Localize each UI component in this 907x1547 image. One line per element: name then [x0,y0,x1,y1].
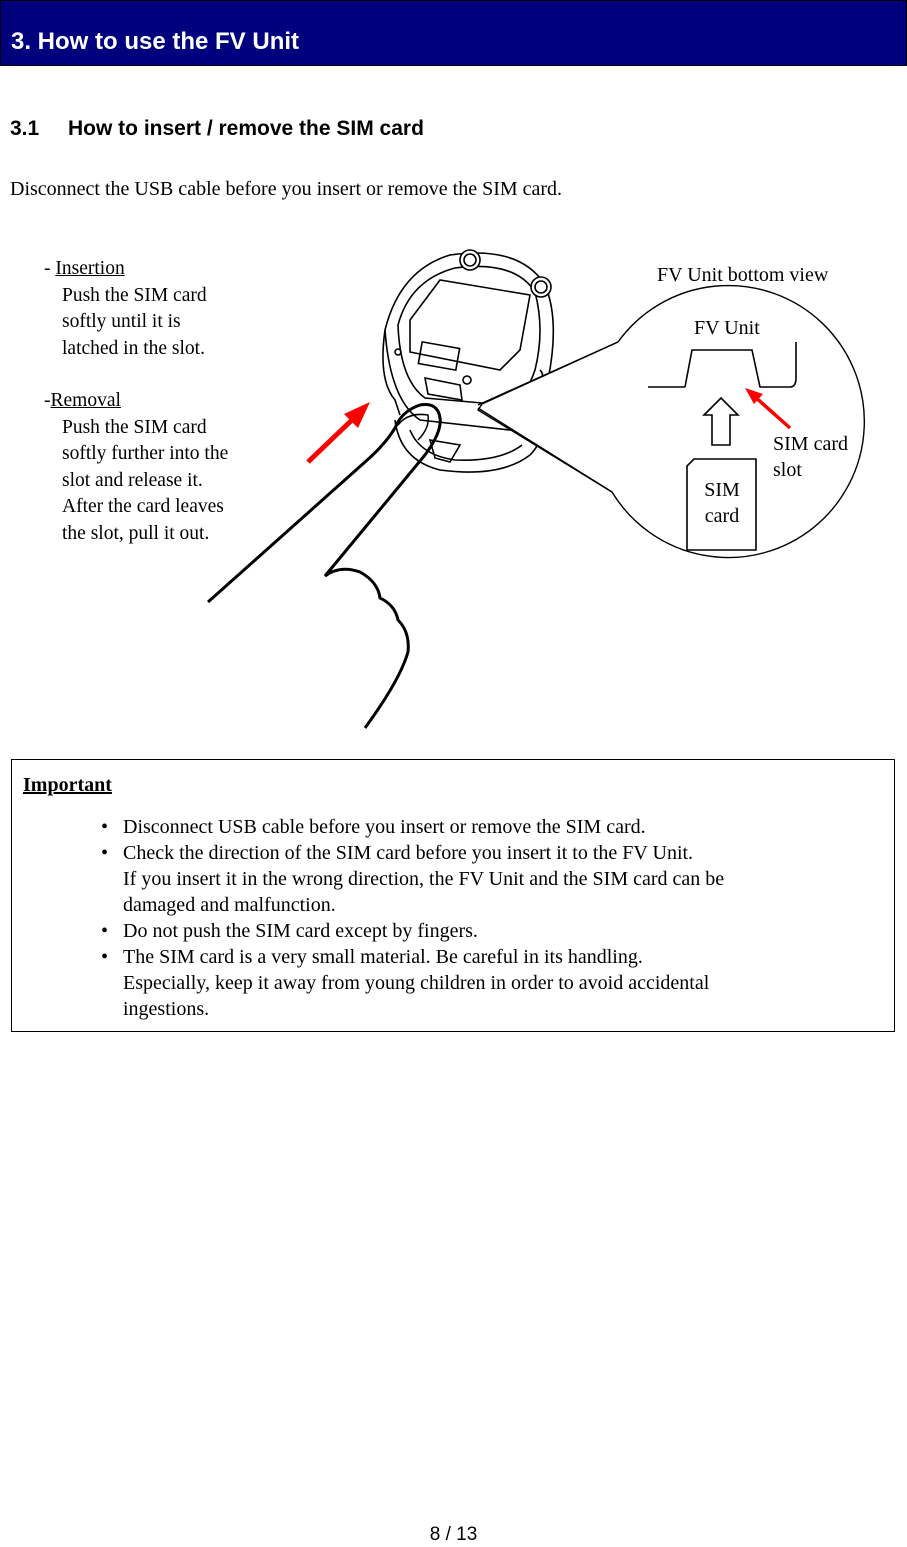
page-number: 8 / 13 [429,1524,478,1545]
important-item: • Disconnect USB cable before you insert… [101,816,646,838]
bullet-icon: • [101,816,109,838]
chapter-title: 3. How to use the FV Unit [11,28,300,55]
fv-unit-label: FV Unit [694,317,760,339]
sim-card-shape [686,458,757,551]
sim-card-label: SIM card [704,479,740,527]
section-heading: 3.1 How to insert / remove the SIM card [10,117,424,141]
removal-line: slot and release it. [62,469,203,491]
fv-unit-bottom-outline [648,342,797,388]
insertion-heading: - Insertion [44,258,125,279]
removal-line: After the card leaves [62,496,224,517]
removal-instructions: -Removal Push the SIM card softly furthe… [44,388,228,547]
finger-outline [207,403,442,729]
bullet-icon: • [101,920,109,942]
insertion-line: latched in the slot. [62,337,205,359]
section-number: 3.1 [10,117,40,140]
insertion-line: softly until it is [62,311,181,332]
removal-line: softly further into the [62,443,229,464]
push-arrow [306,402,370,464]
bottom-view-label: FV Unit bottom view [657,264,829,286]
callout-pointer-upper [477,341,619,406]
important-item: • Do not push the SIM card except by fin… [101,920,478,942]
bullet-icon: • [101,946,109,968]
sim-card-illustration [207,249,865,729]
important-title: Important [23,774,112,796]
removal-heading: -Removal [44,390,121,411]
insertion-instructions: - Insertion Push the SIM card softly unt… [44,256,207,362]
important-item: • The SIM card is a very small material.… [101,946,710,1020]
bullet-icon: • [101,842,109,864]
fingernail-outline [397,413,430,441]
important-list: • Disconnect USB cable before you insert… [12,814,724,1022]
callout-pointer-lower [477,407,613,493]
section-title-text: How to insert / remove the SIM card [68,117,424,140]
important-notice-box: Important • Disconnect USB cable before … [11,759,895,1032]
important-item: • Check the direction of the SIM card be… [101,842,725,916]
slot-pointer-arrow [745,388,792,430]
removal-line: the slot, pull it out. [62,522,210,544]
bottom-view-callout [477,284,865,559]
removal-line: Push the SIM card [62,416,207,438]
insertion-label: Insertion [55,258,125,279]
intro-paragraph: Disconnect the USB cable before you inse… [10,178,563,200]
insertion-line: Push the SIM card [62,284,207,306]
removal-label: Removal [50,390,121,411]
sim-card-slot-label: SIM card slot [773,433,848,481]
insert-direction-arrow [702,396,740,446]
chapter-header-bar: 3. How to use the FV Unit [0,0,907,66]
